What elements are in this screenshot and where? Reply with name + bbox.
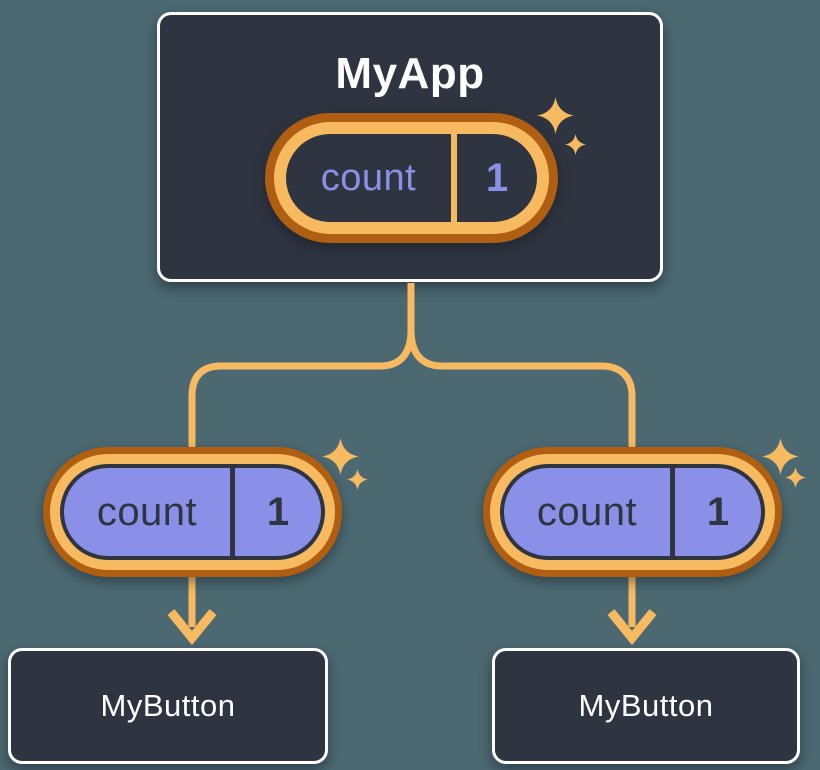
sparkle-icon: [785, 467, 806, 488]
parent-state-pill-ring: count 1: [274, 122, 549, 234]
left-prop-pill: count 1: [43, 447, 342, 577]
right-prop-value: 1: [706, 489, 730, 534]
left-prop-pill-body: count 1: [60, 464, 325, 560]
parent-state-value: 1: [485, 155, 509, 200]
parent-state-divider: [451, 134, 457, 222]
left-prop-name: count: [96, 489, 198, 534]
mybutton-right-node-card: MyButton: [492, 648, 800, 764]
mybutton-left-node-card: MyButton: [8, 648, 328, 764]
left-arrowhead-icon: [167, 609, 217, 646]
left-prop-pill-ring: count 1: [50, 454, 335, 570]
left-branch-line: [188, 329, 415, 627]
mybutton-left-label: MyButton: [100, 688, 236, 723]
sparkle-icon: [537, 97, 574, 134]
right-prop-divider: [670, 468, 675, 556]
sparkle-icon: [347, 469, 368, 490]
sparkle-icon: [762, 438, 799, 475]
parent-state-pill-body: count 1: [286, 134, 537, 222]
right-prop-pill-body: count 1: [500, 464, 765, 560]
sparkle-icon: [565, 134, 586, 155]
sparkle-icon: [322, 438, 359, 475]
left-prop-value: 1: [266, 489, 290, 534]
left-prop-divider: [230, 468, 235, 556]
right-branch-line: [407, 329, 636, 627]
myapp-label: MyApp: [335, 49, 485, 98]
parent-state-name: count: [320, 156, 417, 199]
right-prop-pill: count 1: [483, 447, 782, 577]
parent-state-pill: count 1: [265, 113, 558, 243]
mybutton-right-label: MyButton: [578, 688, 714, 723]
right-arrowhead-icon: [607, 609, 657, 646]
right-prop-pill-ring: count 1: [490, 454, 775, 570]
right-prop-name: count: [536, 489, 638, 534]
